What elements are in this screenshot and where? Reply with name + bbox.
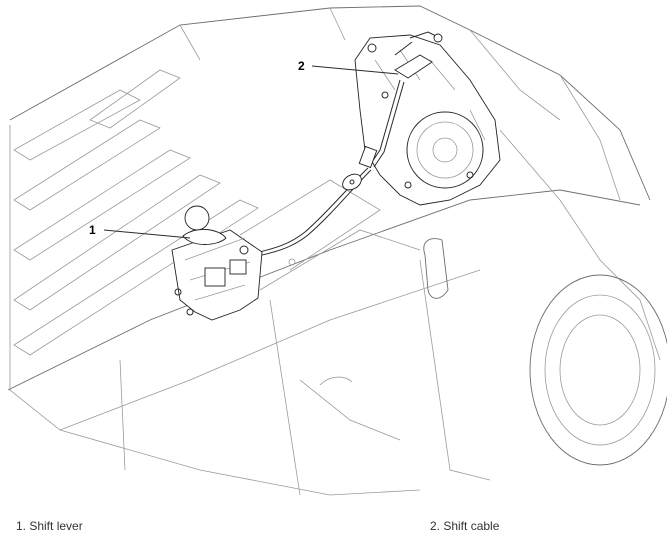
- callout-1: 1: [89, 223, 96, 237]
- leader-line-1: [103, 229, 191, 239]
- roof-ribs: [13, 69, 259, 356]
- shift-lever-cable-diagram: 1 2: [7, 5, 667, 496]
- leader-line-2: [311, 65, 399, 75]
- shift-lever-assembly: [171, 205, 263, 321]
- floor-tunnel: [239, 179, 421, 291]
- shift-cable: [247, 79, 405, 259]
- vehicle-body-outline: [7, 5, 667, 496]
- transaxle-assembly: [354, 31, 501, 206]
- legend-item-shift-cable: 2. Shift cable: [430, 519, 500, 533]
- legend-item-shift-lever: 1. Shift lever: [16, 519, 83, 533]
- callout-2: 2: [298, 59, 305, 73]
